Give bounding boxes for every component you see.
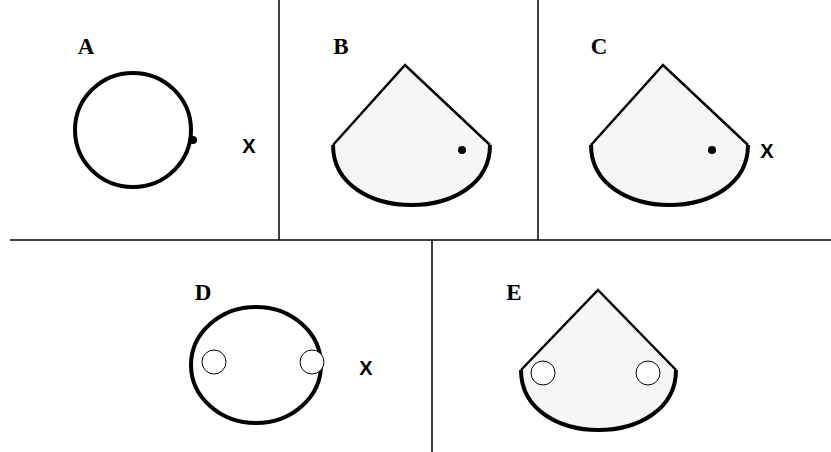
side-marker: X xyxy=(359,358,372,378)
panel-letter: D xyxy=(195,281,212,304)
side-marker: X xyxy=(760,141,773,161)
divider-line xyxy=(10,239,831,241)
point-dot xyxy=(458,146,466,154)
panel-letter: C xyxy=(591,35,608,58)
divider-line xyxy=(278,0,280,240)
panel-letter: A xyxy=(78,35,95,58)
side-marker: X xyxy=(242,136,255,156)
small-circle xyxy=(202,350,226,374)
sector-view xyxy=(521,290,676,432)
circular-view xyxy=(75,73,191,187)
sector-view xyxy=(333,65,490,205)
panel-dividers xyxy=(10,0,831,452)
panel-letter: B xyxy=(333,35,348,58)
panel-letter: E xyxy=(506,281,521,304)
sector-view xyxy=(591,65,748,205)
divider-line xyxy=(431,240,433,452)
small-circle xyxy=(531,361,555,385)
divider-line xyxy=(537,0,539,240)
small-circle xyxy=(300,350,324,374)
small-circle xyxy=(636,361,660,385)
point-dot xyxy=(189,136,197,144)
point-dot xyxy=(708,146,716,154)
